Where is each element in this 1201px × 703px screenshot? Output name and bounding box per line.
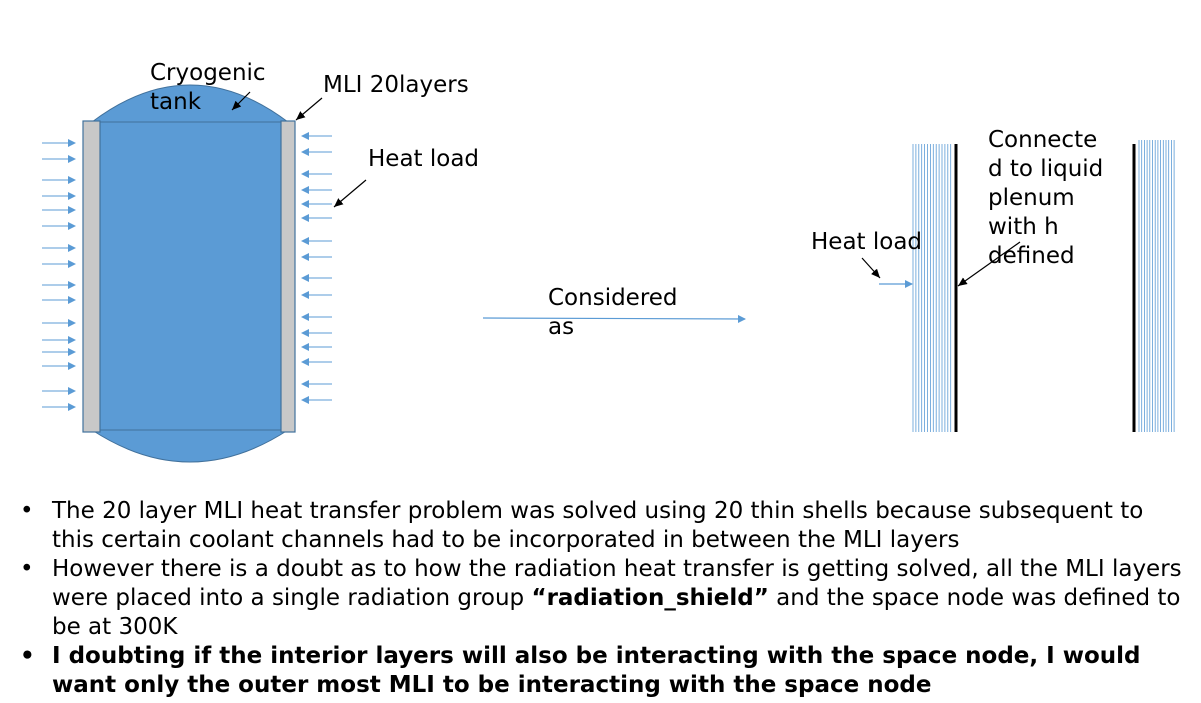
- mli-thin-shells-right: [1138, 140, 1175, 432]
- tank-bottom-dome: [90, 429, 290, 463]
- connected-plenum-label: Connecte d to liquid plenum with h defin…: [988, 127, 1104, 269]
- bullet-list: • The 20 layer MLI heat transfer problem…: [20, 497, 1190, 700]
- bullet-item-2: • However there is a doubt as to how the…: [20, 555, 1190, 642]
- heat-load-label-right: Heat load: [811, 229, 923, 255]
- bullet-item-1: • The 20 layer MLI heat transfer problem…: [20, 497, 1190, 555]
- right-heat-label-pointer: [861, 257, 881, 279]
- mli-label-pointer: [295, 97, 323, 121]
- considered-as-arrow: [482, 314, 746, 323]
- heat-load-label-left: Heat load: [368, 146, 480, 172]
- diagram-canvas: [42, 84, 1175, 463]
- mli-layer-left: [82, 120, 101, 433]
- connected-label-pointer: [957, 241, 1021, 287]
- heat-load-arrows-right: [301, 132, 332, 404]
- bullet-item-3: • I doubting if the interior layers will…: [20, 642, 1190, 700]
- mli-layer-right: [280, 120, 296, 433]
- tank-body: [91, 121, 289, 431]
- bullet-text-2a: However there is a doubt as to how the r…: [52, 556, 1182, 611]
- bullet-icon: •: [20, 556, 34, 582]
- considered-as-label: Considered as: [548, 285, 678, 340]
- mli-thin-shells-left: [912, 144, 952, 432]
- heat-transfer-diagram: Cryogenic tank MLI 20layers Heat load Co…: [42, 60, 1175, 463]
- bullet-text-2b: and the space node was defined to be at …: [52, 585, 1181, 640]
- bullet-text-1: The 20 layer MLI heat transfer problem w…: [52, 498, 1144, 553]
- radiation-group-name: “radiation_shield”: [531, 585, 769, 611]
- bullet-icon: •: [20, 643, 35, 669]
- heat-load-arrows-left: [42, 139, 76, 411]
- bullet-icon: •: [20, 498, 34, 524]
- mli-layers-label: MLI 20layers: [323, 72, 469, 98]
- heat-label-pointer: [333, 179, 367, 208]
- tank-top-dome: [90, 84, 290, 123]
- tank-label: Cryogenic tank: [150, 60, 266, 115]
- bullet-text-3: I doubting if the interior layers will a…: [52, 643, 1141, 698]
- cryogenic-tank: [90, 84, 290, 463]
- tank-label-pointer: [231, 91, 251, 111]
